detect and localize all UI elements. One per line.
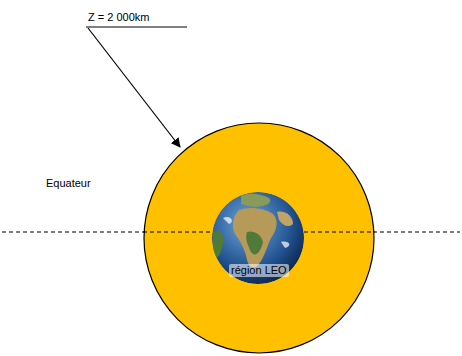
region-outline: [143, 122, 375, 354]
leo-region: région LEO: [143, 122, 375, 354]
altitude-label: Z = 2 000km: [88, 11, 149, 24]
leo-region-circle: [144, 123, 374, 353]
equator-label: Equateur: [46, 177, 91, 190]
label-underline: [86, 27, 187, 28]
leader-arrow: [88, 28, 180, 147]
region-label: région LEO: [229, 264, 289, 277]
earth-picture: [212, 192, 304, 284]
